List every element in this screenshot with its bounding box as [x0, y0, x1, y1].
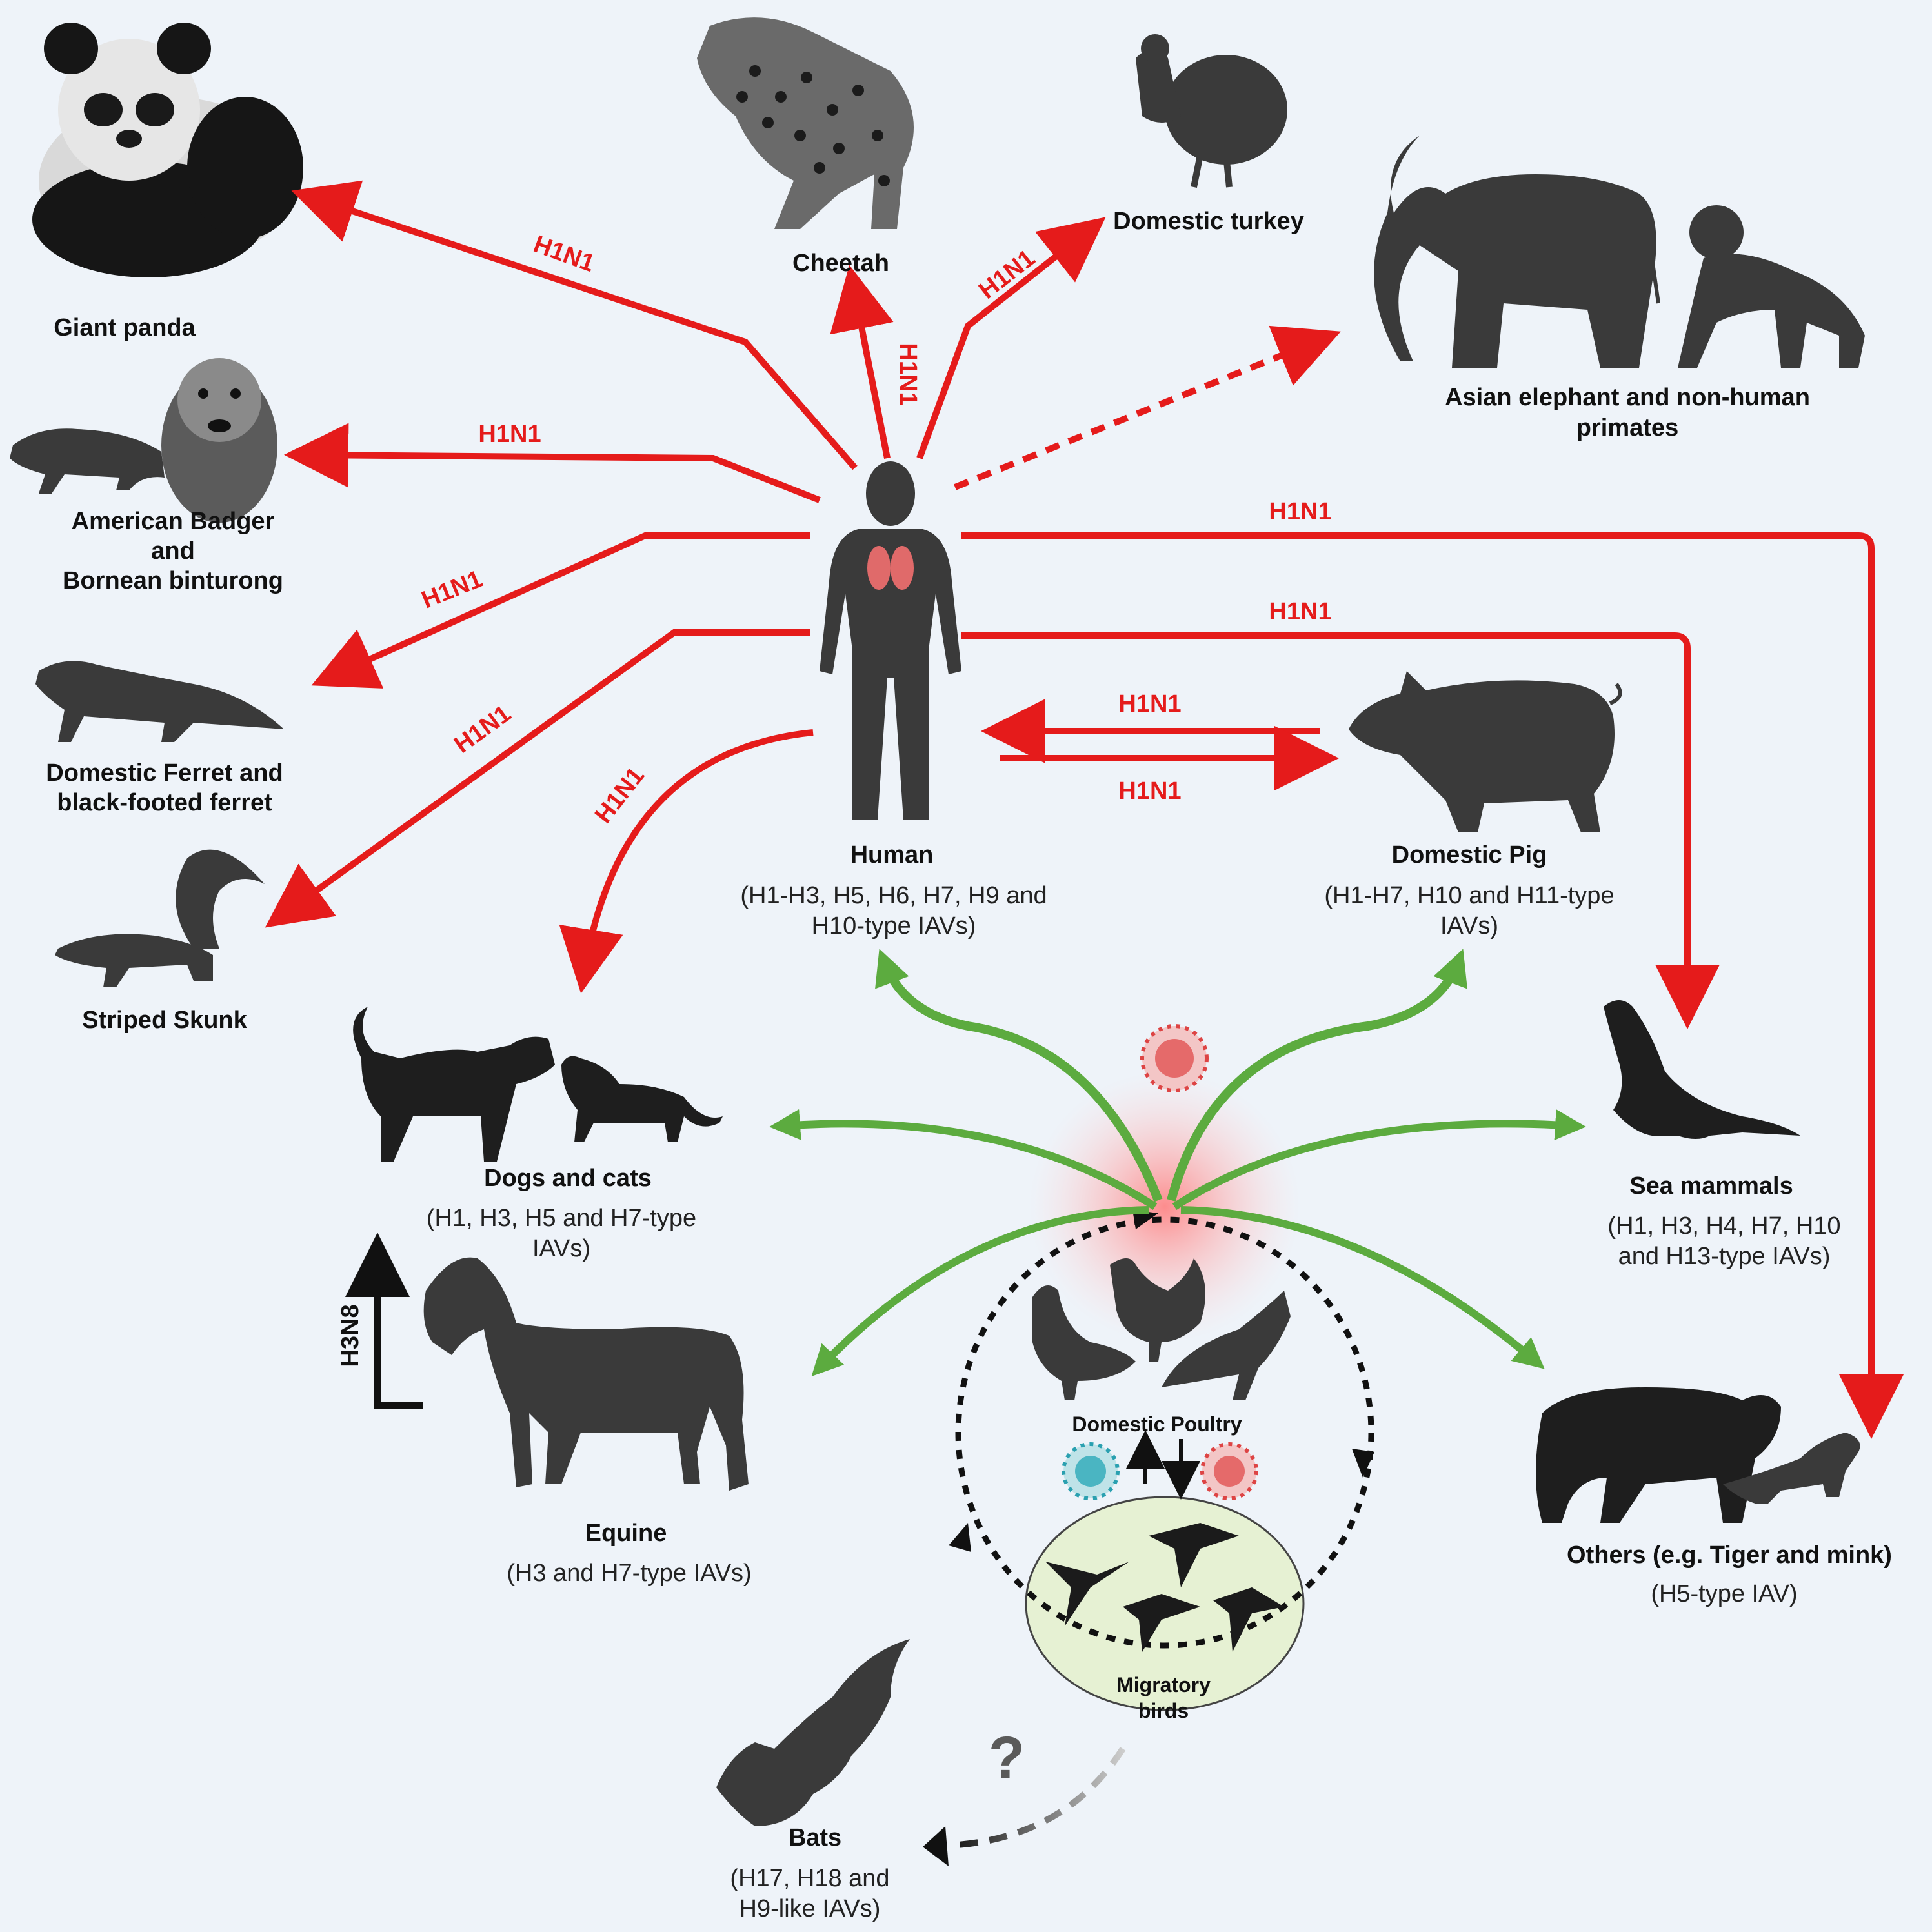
- label-ferret-line2: black-footed ferret: [57, 789, 272, 816]
- label-giant-panda: Giant panda: [54, 314, 196, 341]
- label-equine: Equine: [585, 1520, 667, 1547]
- unknown-transmission-label: ?: [989, 1725, 1025, 1791]
- avian-cycle-ring: [955, 1216, 1374, 1649]
- human-icon: [820, 461, 961, 820]
- label-badger-line1: American Badger: [72, 508, 275, 535]
- bat-icon: [716, 1639, 910, 1826]
- poultry-icon: [1032, 1258, 1291, 1400]
- h3n8-arrow: [345, 1233, 423, 1409]
- label-badger-line2: and: [151, 538, 195, 565]
- arrow-to-dogs-cats: [559, 729, 814, 994]
- migratory-birds-icon: [1045, 1523, 1284, 1652]
- label-bats-subtypes-line1: (H17, H18 and: [730, 1865, 889, 1892]
- virus-red-small-icon: [1200, 1442, 1258, 1500]
- label-human-subtypes-line2: H10-type IAVs): [812, 912, 976, 940]
- mink-icon: [1723, 1433, 1860, 1504]
- h1n1-label-ferret: H1N1: [418, 565, 487, 614]
- dog-icon: [353, 1007, 555, 1162]
- avian-reservoir-hub: [949, 1024, 1374, 1711]
- label-bats: Bats: [789, 1824, 841, 1851]
- h1n1-label-cheetah: H1N1: [894, 343, 921, 405]
- arrow-to-others: [961, 532, 1904, 1439]
- arrow-to-giant-panda: [291, 180, 858, 470]
- label-human-subtypes-line1: (H1-H3, H5, H6, H7, H9 and: [740, 882, 1047, 909]
- arrow-to-cheetah: [830, 265, 894, 459]
- label-sea-subtypes-line2: and H13-type IAVs): [1618, 1243, 1831, 1270]
- arrow-to-sea-mammals: [961, 632, 1720, 1029]
- h1n1-label-sea: H1N1: [1269, 598, 1331, 625]
- label-equine-subtypes: (H3 and H7-type IAVs): [507, 1560, 751, 1587]
- label-migratory-line2: birds: [1138, 1699, 1189, 1722]
- tiger-icon: [1536, 1387, 1781, 1523]
- label-sea-subtypes-line1: (H1, H3, H4, H7, H10: [1607, 1213, 1840, 1240]
- label-striped-skunk: Striped Skunk: [82, 1007, 247, 1034]
- label-dogs-cats-subtypes-line1: (H1, H3, H5 and H7-type: [427, 1205, 696, 1232]
- label-domestic-poultry: Domestic Poultry: [1072, 1413, 1242, 1436]
- label-domestic-turkey: Domestic turkey: [1113, 208, 1304, 235]
- label-others: Others (e.g. Tiger and mink): [1567, 1542, 1892, 1569]
- label-pig-subtypes-line2: IAVs): [1440, 912, 1498, 940]
- ferret-icon: [35, 661, 284, 742]
- h1n1-label-badger: H1N1: [478, 421, 541, 448]
- arrow-to-badger: [284, 423, 821, 503]
- label-dogs-cats: Dogs and cats: [484, 1165, 652, 1192]
- human-transmission-arrows: [265, 180, 1904, 1439]
- h1n1-label-dogs: H1N1: [590, 762, 650, 828]
- primate-icon: [1678, 205, 1865, 368]
- h1n1-label-pig-human: H1N1: [1118, 690, 1181, 718]
- label-elephant-line1: Asian elephant and non-human: [1445, 384, 1810, 411]
- label-domestic-pig: Domestic Pig: [1392, 841, 1547, 869]
- arrow-to-skunk: [265, 629, 810, 928]
- h1n1-label-human-pig: H1N1: [1118, 778, 1181, 805]
- virus-red-icon: [1140, 1024, 1209, 1092]
- cat-icon: [561, 1056, 723, 1142]
- label-cheetah: Cheetah: [792, 250, 889, 277]
- birds-to-bats-arrow: [948, 1747, 1126, 1849]
- h1n1-label-others: H1N1: [1269, 498, 1331, 525]
- label-others-subtypes: (H5-type IAV): [1651, 1580, 1797, 1607]
- skunk-icon: [55, 849, 265, 987]
- arrow-to-turkey: [916, 217, 1106, 459]
- horse-icon: [423, 1257, 749, 1491]
- label-bats-subtypes-line2: H9-like IAVs): [740, 1895, 881, 1922]
- label-badger-line3: Bornean binturong: [63, 567, 283, 594]
- label-pig-subtypes-line1: (H1-H7, H10 and H11-type: [1324, 882, 1614, 909]
- label-ferret-line1: Domestic Ferret and: [46, 760, 283, 787]
- pig-icon: [1349, 671, 1622, 832]
- label-human: Human: [850, 841, 934, 869]
- badger-icon: [10, 428, 165, 494]
- sea-lion-icon: [1604, 1000, 1800, 1139]
- cheetah-icon: [697, 17, 914, 230]
- arrow-to-elephant: [954, 325, 1341, 490]
- h3n8-label: H3N8: [337, 1304, 364, 1367]
- arrow-to-ferret: [311, 532, 810, 689]
- turkey-icon: [1136, 34, 1287, 188]
- avian-spread-arrows: [769, 949, 1586, 1376]
- label-sea-mammals: Sea mammals: [1629, 1172, 1793, 1200]
- elephant-icon: [1374, 136, 1660, 368]
- label-migratory-line1: Migratory: [1116, 1673, 1211, 1696]
- binturong-icon: [161, 358, 277, 523]
- label-dogs-cats-subtypes-line2: IAVs): [532, 1235, 590, 1262]
- label-elephant-line2: primates: [1576, 414, 1678, 441]
- giant-panda-icon: [32, 23, 303, 277]
- virus-teal-icon: [1062, 1442, 1120, 1500]
